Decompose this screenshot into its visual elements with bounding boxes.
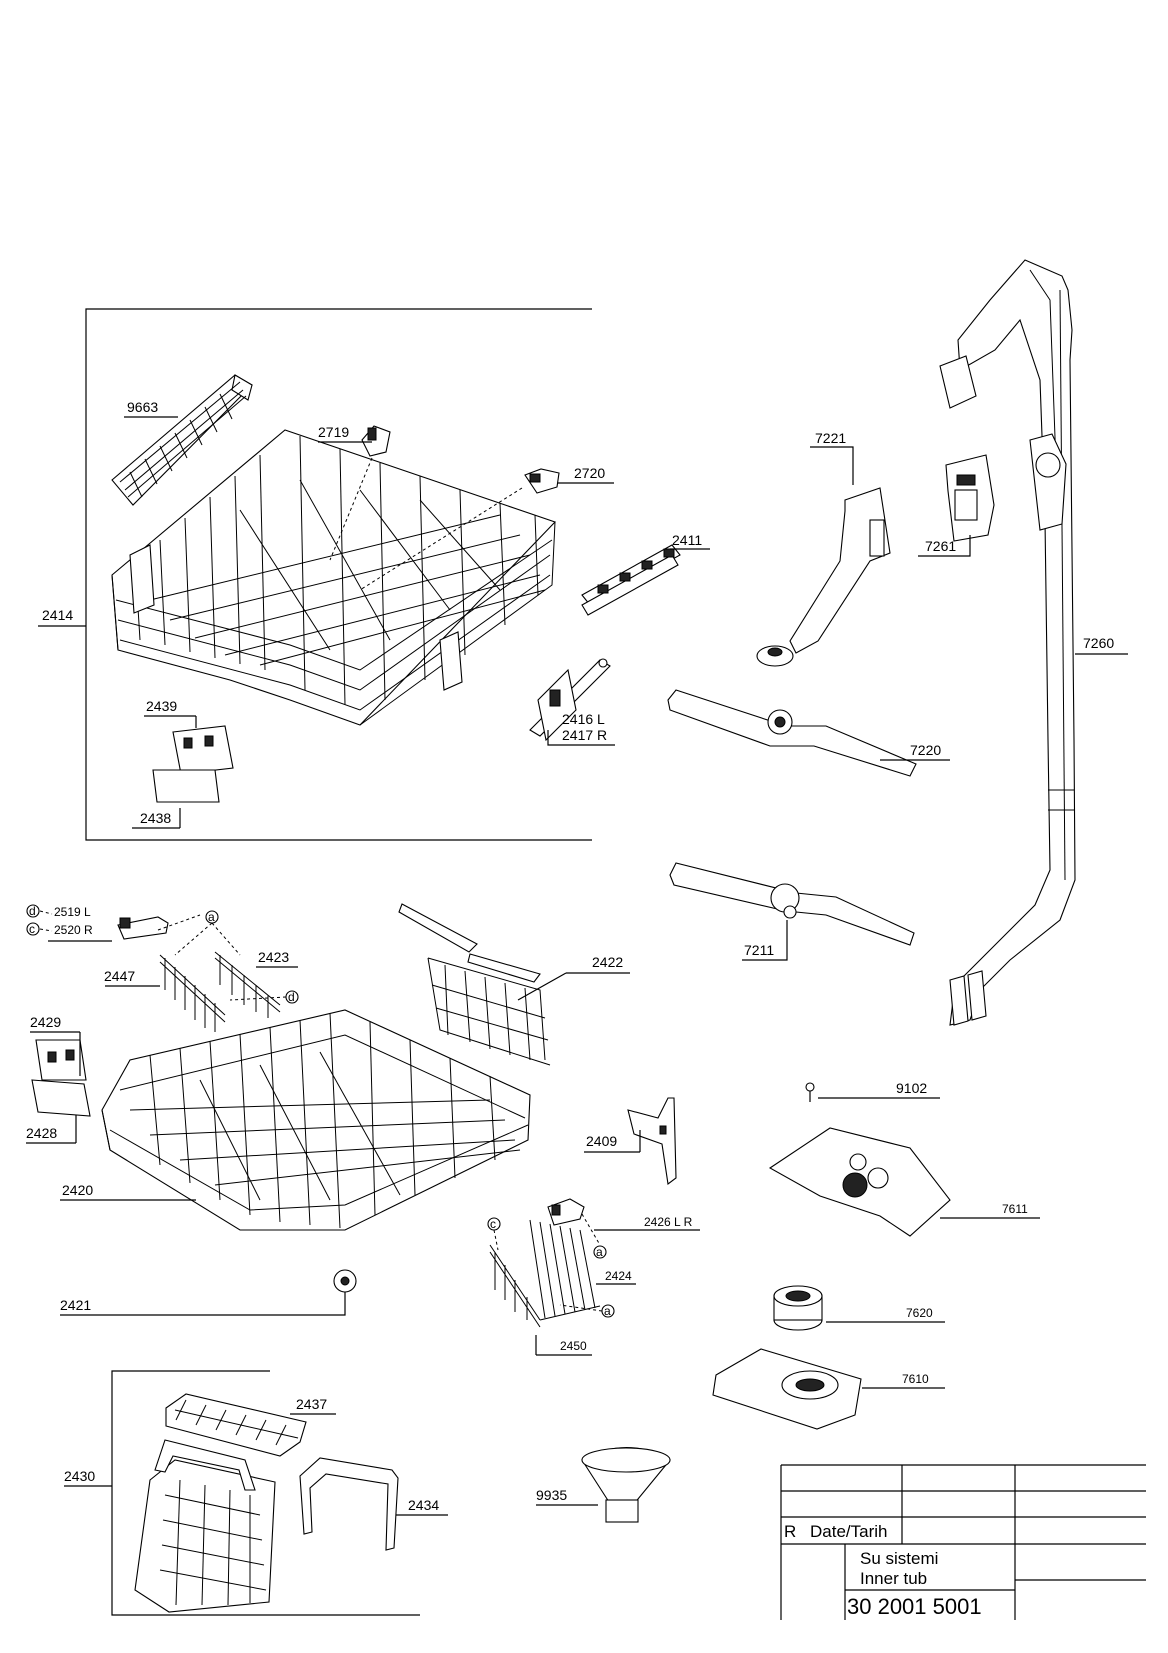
callout-2414: 2414	[42, 607, 73, 623]
callout-2424: 2424	[605, 1269, 632, 1283]
upper-basket-group-bracket	[38, 308, 592, 841]
callout-7211: 7211	[744, 942, 774, 958]
marker-a-2447: a	[208, 910, 215, 924]
part-2422-rack-insert	[398, 903, 630, 1066]
cutlery-basket-group-bracket	[64, 1370, 420, 1616]
title-block: R Date/Tarih Su sistemi Inner tub 30 200…	[780, 1464, 1146, 1620]
callout-9102: 9102	[896, 1080, 927, 1096]
callout-9935: 9935	[536, 1487, 567, 1503]
part-2416-2417-height-adjuster	[529, 658, 615, 746]
callout-2719: 2719	[318, 424, 349, 440]
part-2439-bracket	[144, 715, 234, 775]
callout-2447: 2447	[104, 968, 135, 984]
callout-2720: 2720	[574, 465, 605, 481]
callout-2438: 2438	[140, 810, 171, 826]
part-7220-upper-spray-arm	[667, 689, 950, 777]
part-9102-screw	[805, 1082, 940, 1102]
part-2720-clip	[359, 468, 614, 591]
part-7620-filter	[773, 1285, 945, 1331]
callout-2434: 2434	[408, 1497, 439, 1513]
marker-d-2519: d	[29, 904, 36, 918]
part-2719-clip	[318, 425, 391, 561]
part-2438-cover	[132, 769, 220, 829]
callout-2439: 2439	[146, 698, 177, 714]
part-7211-lower-spray-arm	[669, 862, 915, 961]
callout-2421: 2421	[60, 1297, 91, 1313]
title-block-revision: R	[784, 1522, 796, 1541]
part-2414-upper-basket	[111, 429, 556, 726]
part-7221-upper-spray-pipe	[756, 446, 891, 667]
part-2519-2520-roller	[26, 904, 201, 942]
callout-2430: 2430	[64, 1468, 95, 1484]
part-2421-wheel	[60, 1269, 357, 1316]
callout-7221: 7221	[815, 430, 846, 446]
callout-2426: 2426 L R	[644, 1215, 693, 1229]
part-2428-cover	[26, 1079, 91, 1144]
part-7610-coarse-filter	[712, 1348, 945, 1430]
title-block-drawing-number: 30 2001 5001	[847, 1594, 982, 1619]
part-2430-cutlery-basket	[134, 1439, 276, 1613]
part-7261-connector	[918, 454, 995, 557]
callout-7611: 7611	[1002, 1202, 1028, 1216]
callout-2519: 2519 L	[54, 905, 91, 919]
part-2434-basket-handle	[299, 1457, 448, 1551]
part-2437-basket-lid	[165, 1393, 336, 1457]
part-2411-rail-clips	[581, 544, 710, 616]
part-2426-clip	[547, 1198, 700, 1259]
callout-2411: 2411	[672, 532, 702, 548]
part-9935-funnel	[536, 1446, 671, 1523]
callout-2429: 2429	[30, 1014, 61, 1030]
callout-labels: 9663 2719 2720 2411 2414 2416 L 2417 R 2…	[26, 399, 1114, 1513]
callout-2416: 2416 L	[562, 711, 605, 727]
title-block-name-en: Inner tub	[860, 1569, 927, 1588]
marker-a-2426: a	[596, 1245, 603, 1259]
callout-7260: 7260	[1083, 635, 1114, 651]
part-2420-lower-basket	[60, 1009, 531, 1231]
callout-2428: 2428	[26, 1125, 57, 1141]
callout-7620: 7620	[906, 1306, 933, 1320]
callout-2422: 2422	[592, 954, 623, 970]
marker-c-2424: c	[490, 1217, 496, 1231]
part-2429-bracket	[30, 1031, 87, 1081]
marker-a-2424: a	[604, 1304, 611, 1318]
marker-d-2423: d	[288, 990, 295, 1004]
callout-2423: 2423	[258, 949, 289, 965]
part-2424-2450-rack-flap	[487, 1217, 636, 1356]
part-9663-cup-shelf	[111, 374, 253, 506]
callout-2520: 2520 R	[54, 923, 93, 937]
part-2409-support	[584, 1097, 677, 1185]
callout-7220: 7220	[910, 742, 941, 758]
part-7611-sump-cover	[768, 1127, 1040, 1237]
callout-2417: 2417 R	[562, 727, 607, 743]
callout-2409: 2409	[586, 1133, 617, 1149]
part-2447-2423-folding-tines	[105, 910, 299, 1032]
title-block-name-tr: Su sistemi	[860, 1549, 938, 1568]
callout-2420: 2420	[62, 1182, 93, 1198]
part-7260-water-pipe	[939, 259, 1128, 1026]
title-block-date-label: Date/Tarih	[810, 1522, 887, 1541]
marker-c-2520: c	[29, 922, 35, 936]
callout-9663: 9663	[127, 399, 158, 415]
callout-2437: 2437	[296, 1396, 327, 1412]
callout-7610: 7610	[902, 1372, 929, 1386]
callout-2450: 2450	[560, 1339, 587, 1353]
callout-7261: 7261	[925, 538, 956, 554]
